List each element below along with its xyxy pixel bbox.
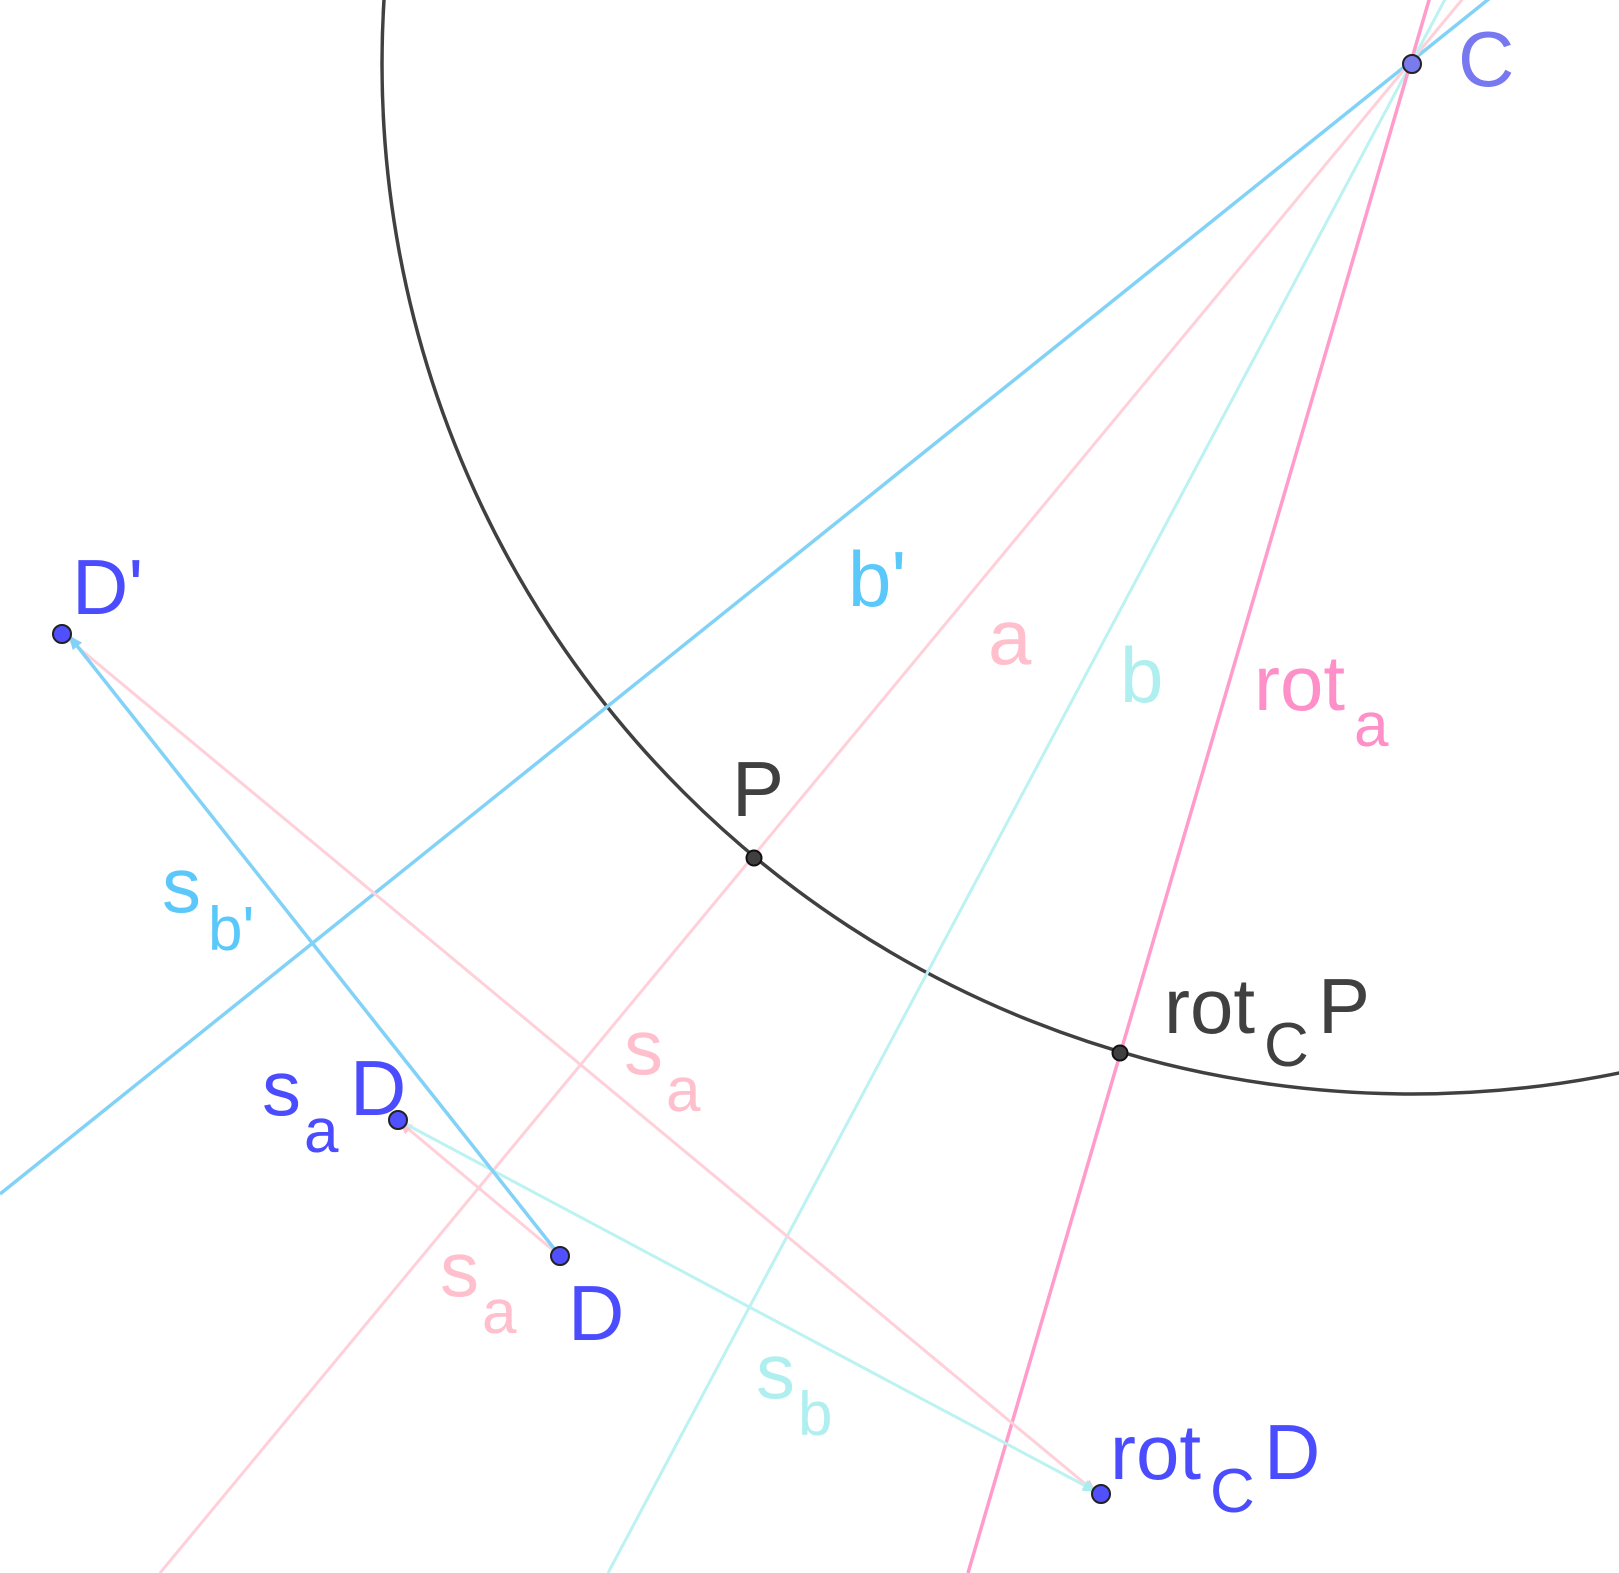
svg-text:D: D (350, 1044, 406, 1132)
label-p: P (732, 745, 784, 833)
svg-text:s: s (262, 1044, 301, 1132)
point-p[interactable] (745, 849, 763, 867)
point-d-prime[interactable] (52, 624, 72, 644)
svg-text:s: s (624, 1003, 663, 1091)
label-d-prime: D' (72, 543, 143, 631)
svg-text:b': b' (208, 895, 254, 964)
label-s-a-lower: s a (440, 1225, 517, 1347)
rotation-axis-rot-a (966, 0, 1431, 1573)
label-rot-a: rot a (1254, 639, 1389, 760)
line-b-prime (0, 0, 1491, 1196)
label-s-a-upper: s a (624, 1003, 701, 1125)
label-sa-d: s a D (262, 1044, 406, 1166)
svg-text:s: s (440, 1225, 479, 1313)
svg-text:a: a (1354, 691, 1389, 760)
svg-text:rot: rot (1254, 639, 1345, 727)
label-line-b-prime: b' (848, 535, 906, 623)
point-sa-d[interactable] (388, 1110, 408, 1130)
svg-text:rot: rot (1164, 962, 1255, 1050)
arrow-sad-to-rotcd (397, 1118, 1097, 1493)
svg-text:a: a (304, 1097, 339, 1166)
point-rotc-d[interactable] (1091, 1484, 1111, 1504)
label-s-b: s b (756, 1327, 832, 1449)
svg-text:rot: rot (1110, 1408, 1201, 1496)
arrow-d-to-dprime (68, 635, 562, 1258)
line-a (158, 0, 1464, 1573)
label-rotc-p: rot C P (1164, 962, 1370, 1080)
label-d: D (568, 1269, 624, 1357)
point-d[interactable] (550, 1246, 570, 1266)
svg-text:P: P (1318, 962, 1370, 1050)
label-c: C (1458, 15, 1514, 103)
point-rotc-p[interactable] (1111, 1044, 1129, 1062)
circle-centered-at-c (380, 0, 1619, 1096)
label-s-b-prime: s b' (162, 841, 254, 964)
svg-text:a: a (666, 1056, 701, 1125)
label-line-b: b (1120, 631, 1163, 719)
svg-text:s: s (162, 841, 201, 929)
arrow-dprime-to-rotcd (61, 632, 1097, 1494)
svg-text:a: a (482, 1278, 517, 1347)
svg-text:C: C (1210, 1457, 1255, 1526)
label-line-a: a (988, 593, 1032, 681)
svg-text:b: b (798, 1380, 832, 1449)
arrow-d-to-sad (398, 1120, 561, 1258)
label-rotc-d: rot C D (1110, 1408, 1320, 1526)
svg-text:D: D (1264, 1408, 1320, 1496)
svg-text:s: s (756, 1327, 795, 1415)
line-b (606, 0, 1447, 1573)
svg-text:C: C (1264, 1011, 1309, 1080)
point-c[interactable] (1402, 54, 1422, 74)
